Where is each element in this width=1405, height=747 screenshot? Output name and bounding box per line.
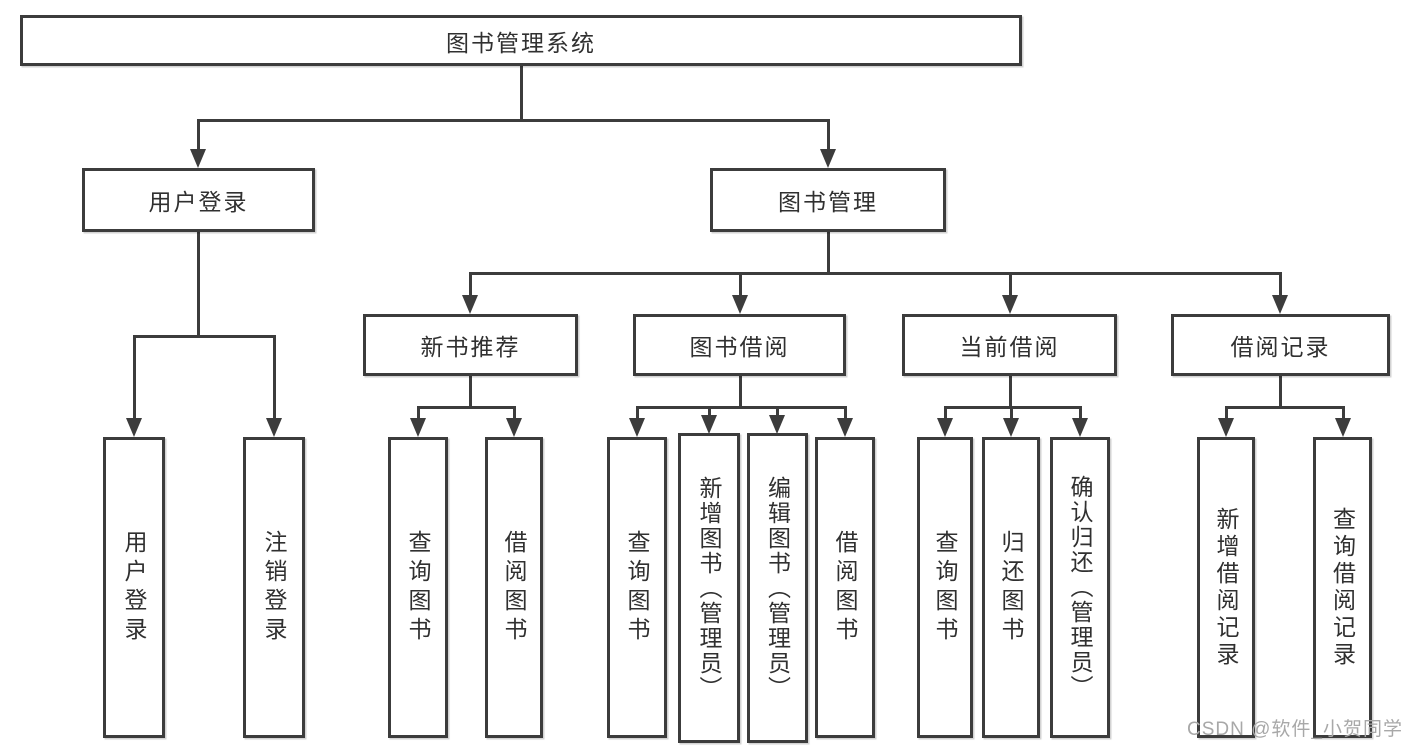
connector-line <box>1009 376 1012 407</box>
connector-line <box>417 406 516 409</box>
leaf-label: 新增借阅记录 <box>1213 506 1239 669</box>
leaf-logout: 注销登录 <box>243 437 305 738</box>
node-label: 用户登录 <box>148 189 249 215</box>
node-user-login: 用户登录 <box>82 168 315 232</box>
arrowhead-icon <box>837 418 853 437</box>
leaf-label: 注销登录 <box>261 529 287 646</box>
arrowhead-icon <box>769 415 785 434</box>
connector-line <box>827 232 830 274</box>
connector-line <box>273 335 276 423</box>
leaf-label: 借阅图书 <box>501 529 527 646</box>
arrowhead-icon <box>701 415 717 434</box>
arrowhead-icon <box>410 418 426 437</box>
connector-line <box>739 272 742 300</box>
connector-line <box>1225 406 1228 428</box>
arrowhead-icon <box>266 418 282 437</box>
arrowhead-icon <box>937 418 953 437</box>
leaf-query-books-recommend: 查询图书 <box>388 437 448 738</box>
connector-line <box>513 406 516 428</box>
arrowhead-icon <box>820 149 836 168</box>
connector-line <box>944 406 1082 409</box>
node-new-book-recommendation: 新书推荐 <box>363 314 578 376</box>
leaf-borrow-books-borrowing: 借阅图书 <box>815 437 875 738</box>
node-label: 当前借阅 <box>959 334 1060 360</box>
connector-line <box>844 406 847 428</box>
leaf-label: 查询图书 <box>405 529 431 646</box>
connector-line <box>636 406 639 428</box>
node-label: 图书管理 <box>778 189 878 215</box>
node-current-borrowing: 当前借阅 <box>902 314 1117 376</box>
connector-line <box>636 406 847 409</box>
leaf-add-books-admin: 新增图书（管理员） <box>678 433 740 743</box>
connector-line <box>944 406 947 428</box>
leaf-confirm-return-admin: 确认归还（管理员） <box>1050 437 1110 738</box>
connector-line <box>133 335 275 338</box>
arrowhead-icon <box>1218 418 1234 437</box>
connector-line <box>469 272 472 300</box>
leaf-label: 编辑图书（管理员） <box>764 475 791 701</box>
leaf-query-books-current: 查询图书 <box>917 437 973 738</box>
arrowhead-icon <box>190 149 206 168</box>
node-library-management-system: 图书管理系统 <box>20 15 1022 66</box>
connector-line <box>1342 406 1345 428</box>
arrowhead-icon <box>462 295 478 314</box>
arrowhead-icon <box>732 295 748 314</box>
leaf-label: 查询借阅记录 <box>1329 506 1356 669</box>
leaf-borrow-books-recommend: 借阅图书 <box>485 437 543 738</box>
arrowhead-icon <box>1335 418 1351 437</box>
node-label: 借阅记录 <box>1230 334 1331 360</box>
node-label: 图书管理系统 <box>446 29 596 56</box>
arrowhead-icon <box>1002 295 1018 314</box>
node-book-borrowing: 图书借阅 <box>633 314 846 376</box>
leaf-label: 用户登录 <box>121 529 147 646</box>
connector-line <box>417 406 420 428</box>
arrowhead-icon <box>1003 418 1019 437</box>
node-label: 图书借阅 <box>689 334 790 360</box>
node-borrowing-records: 借阅记录 <box>1171 314 1390 376</box>
leaf-add-borrow-record: 新增借阅记录 <box>1197 437 1255 738</box>
leaf-edit-books-admin: 编辑图书（管理员） <box>747 433 808 743</box>
leaf-user-login: 用户登录 <box>103 437 165 738</box>
arrowhead-icon <box>126 418 142 437</box>
connector-line <box>1225 406 1344 409</box>
connector-line <box>197 119 200 153</box>
leaf-label: 借阅图书 <box>832 529 858 646</box>
leaf-query-borrow-record: 查询借阅记录 <box>1313 437 1372 738</box>
leaf-label: 新增图书（管理员） <box>696 475 722 701</box>
connector-line <box>1010 406 1013 428</box>
connector-line <box>469 272 1282 275</box>
connector-line <box>1009 272 1012 300</box>
leaf-label: 查询图书 <box>624 529 650 646</box>
connector-line <box>1279 376 1282 407</box>
node-label: 新书推荐 <box>420 334 521 360</box>
arrowhead-icon <box>1272 295 1288 314</box>
connector-line <box>197 119 830 122</box>
leaf-label: 确认归还（管理员） <box>1067 475 1093 700</box>
connector-line <box>133 335 136 423</box>
node-book-management: 图书管理 <box>710 168 946 232</box>
connector-line <box>739 376 742 407</box>
connector-line <box>1279 272 1282 300</box>
leaf-label: 归还图书 <box>998 529 1024 646</box>
connector-line <box>197 232 200 337</box>
leaf-query-books-borrowing: 查询图书 <box>607 437 667 738</box>
csdn-watermark: CSDN @软件_小贺同学 <box>1187 719 1403 740</box>
leaf-return-books: 归还图书 <box>982 437 1040 738</box>
connector-line <box>469 376 472 407</box>
connector-line <box>827 119 830 153</box>
arrowhead-icon <box>506 418 522 437</box>
connector-line <box>520 66 523 120</box>
arrowhead-icon <box>1072 418 1088 437</box>
leaf-label: 查询图书 <box>932 529 958 646</box>
connector-line <box>1079 406 1082 428</box>
arrowhead-icon <box>629 418 645 437</box>
